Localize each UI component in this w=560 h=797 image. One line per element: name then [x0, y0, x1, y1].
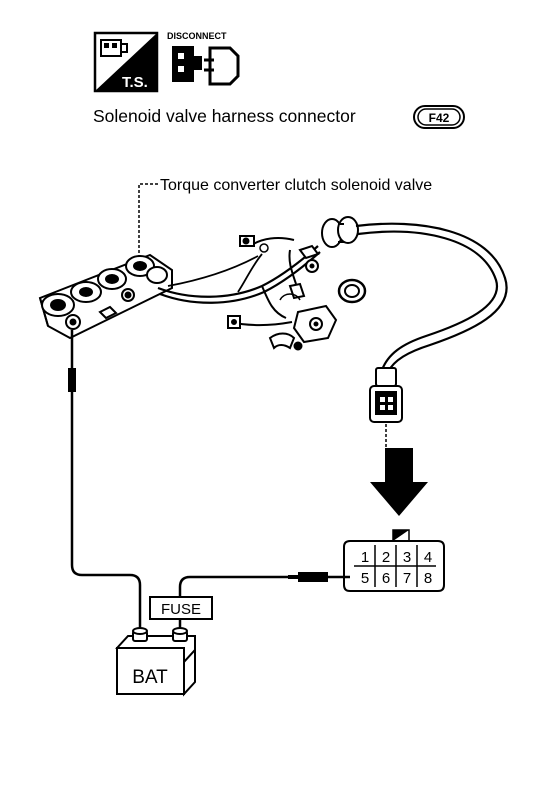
terminal-1: 1 [361, 549, 369, 566]
terminal-8: 8 [424, 570, 432, 587]
positive-lead-wire [178, 575, 350, 632]
callout-leader-line [138, 183, 158, 265]
connector-code: F42 [429, 111, 450, 125]
probe-clip-icon [298, 572, 328, 582]
ground-lead-wire [70, 330, 142, 632]
harness-connector-plug [369, 367, 403, 423]
probe-clip-icon [68, 368, 76, 392]
disconnect-label: DISCONNECT [167, 31, 227, 41]
fuse-box: FUSE [149, 596, 213, 620]
battery-icon: BAT [115, 627, 196, 697]
terminal-6: 6 [382, 570, 390, 587]
battery-label: BAT [132, 667, 168, 688]
terminal-2: 2 [382, 549, 390, 566]
solenoid-harness [157, 216, 508, 373]
diagram-title: Solenoid valve harness connector [93, 106, 356, 126]
arrow-down-icon [370, 448, 428, 516]
solenoid-valve-assembly [38, 253, 173, 340]
terminal-4: 4 [424, 549, 432, 566]
terminal-3: 3 [403, 549, 411, 566]
test-wires [70, 330, 350, 632]
fuse-label: FUSE [161, 601, 201, 618]
callout-label: Torque converter clutch solenoid valve [160, 177, 432, 194]
terminal-connector-face: 1 2 3 4 5 6 7 8 [343, 529, 445, 592]
terminal-5: 5 [361, 570, 369, 587]
ts-label: T.S. [122, 74, 148, 91]
trouble-shooting-icon: T.S. [93, 31, 159, 93]
terminal-7: 7 [403, 570, 411, 587]
connector-code-badge: F42 [413, 105, 465, 129]
disconnect-icon: DISCONNECT [167, 31, 240, 86]
